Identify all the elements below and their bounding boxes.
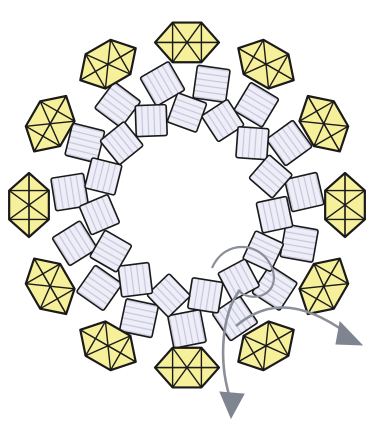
bicone-bead (155, 348, 219, 388)
bicone-bead (325, 173, 365, 237)
bicone-bead (155, 23, 219, 63)
cube-bead (193, 65, 230, 102)
cube-bead (236, 127, 269, 160)
cube-bead (135, 105, 167, 137)
cube-bead (252, 265, 298, 311)
cube-bead (95, 82, 141, 128)
bicone-bead (70, 31, 145, 97)
bicone-bead (9, 173, 49, 237)
cube-bead (256, 196, 293, 233)
cube-bead (280, 224, 318, 262)
cube-bead (85, 158, 123, 196)
cube-bead (188, 278, 223, 313)
cube-bead (168, 310, 207, 349)
cube-beads (51, 61, 324, 348)
arrow-right-icon (336, 322, 362, 345)
arrow-down-icon (220, 392, 244, 418)
bicone-bead (228, 31, 303, 97)
cube-bead (118, 262, 153, 297)
